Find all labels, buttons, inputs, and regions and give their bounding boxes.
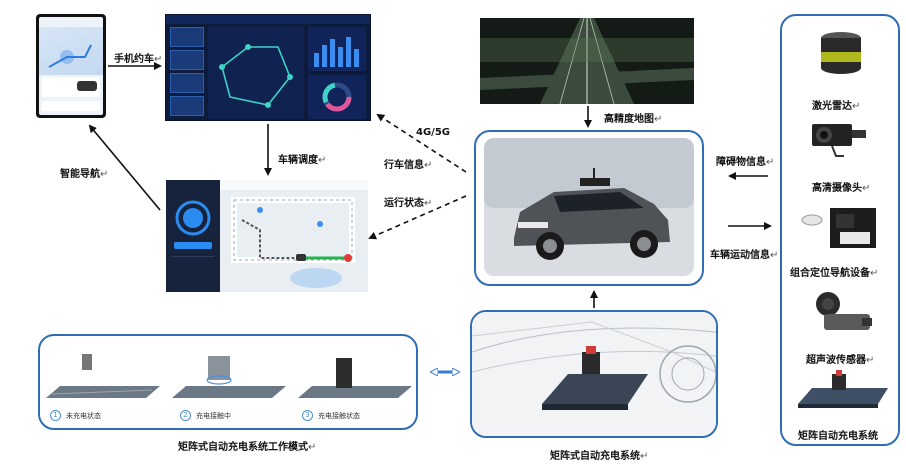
label-smart-navigation: 智能导航↵ <box>60 165 108 180</box>
label-vehicle-motion-info-text: 车辆运动信息 <box>710 250 770 261</box>
sensor-label-text: 激光雷达 <box>812 101 852 112</box>
return-mark: ↵ <box>770 250 779 261</box>
camera-icon <box>812 124 866 157</box>
tablet-blue-button <box>174 242 212 249</box>
label-hd-map: 高精度地图↵ <box>604 110 662 125</box>
label-vehicle-dispatch-text: 车辆调度 <box>278 155 318 166</box>
label-matrix-charging-system: 矩阵式自动充电系统↵ <box>550 447 648 462</box>
tablet-speed-gauge <box>175 200 211 236</box>
label-vehicle-dispatch: 车辆调度↵ <box>278 151 326 166</box>
step-badge: 3 <box>302 410 313 421</box>
return-mark: ↵ <box>766 157 775 168</box>
lidar-icon <box>821 32 861 74</box>
dash-card <box>170 73 204 93</box>
step-badge: 1 <box>50 410 61 421</box>
dash-card <box>170 50 204 70</box>
sensor-label-text: 组合定位导航设备 <box>790 268 870 279</box>
working-mode-illustration <box>46 354 412 398</box>
return-mark: ↵ <box>654 114 663 125</box>
hd-map-image <box>480 18 694 104</box>
sensor-label: 高清摄像头↵ <box>812 179 870 194</box>
phone-route-graphic <box>48 44 92 68</box>
dash-card <box>170 96 204 116</box>
return-mark: ↵ <box>308 442 317 453</box>
dash-bar-chart <box>308 27 366 71</box>
sensor-label: 组合定位导航设备↵ <box>790 264 878 279</box>
return-mark: ↵ <box>424 198 433 209</box>
sensor-panel: 激光雷达↵ 高清摄像头↵ 组合定位导航设备↵ 超声波传感器↵ 矩阵自动 <box>780 14 900 446</box>
return-mark: ↵ <box>866 355 875 366</box>
label-driving-info: 行车信息↵ <box>384 156 432 171</box>
positioning-device-icon <box>801 208 876 248</box>
navigation-tablet-screenshot <box>166 180 368 292</box>
tablet-stats-block <box>172 256 214 284</box>
sensor-label: 矩阵自动充电系统 <box>798 427 878 442</box>
return-mark: ↵ <box>100 169 109 180</box>
label-driving-info-text: 行车信息 <box>384 160 424 171</box>
return-mark: ↵ <box>154 54 163 65</box>
sensor-label-text: 超声波传感器 <box>806 355 866 366</box>
label-vehicle-motion-info: 车辆运动信息↵ <box>710 246 778 261</box>
phone-app-screenshot <box>36 14 106 118</box>
sensor-label: 激光雷达↵ <box>812 97 860 112</box>
step-label: 未充电状态 <box>66 412 101 420</box>
label-phone-booking-text: 手机约车 <box>114 54 154 65</box>
label-matrix-charging-system-text: 矩阵式自动充电系统 <box>550 451 640 462</box>
label-network: 4G/5G <box>416 127 450 138</box>
hd-map-pointcloud <box>480 18 694 104</box>
label-matrix-working-mode-text: 矩阵式自动充电系统工作模式 <box>178 442 308 453</box>
return-mark: ↵ <box>318 155 327 166</box>
return-mark: ↵ <box>424 160 433 171</box>
label-running-status-text: 运行状态 <box>384 198 424 209</box>
label-running-status: 运行状态↵ <box>384 194 432 209</box>
step-label: 充电接触状态 <box>318 412 360 420</box>
step-label: 充电接触中 <box>196 412 231 420</box>
return-mark: ↵ <box>852 101 861 112</box>
dash-donut-chart <box>308 75 366 119</box>
autonomous-car-image <box>484 138 694 276</box>
phone-car-thumb <box>77 81 97 91</box>
label-obstacle-info: 障碍物信息↵ <box>716 153 774 168</box>
label-matrix-working-mode: 矩阵式自动充电系统工作模式↵ <box>178 438 316 453</box>
autonomous-car-box <box>474 130 704 286</box>
ultrasonic-sensor-icon <box>816 292 872 330</box>
return-mark: ↵ <box>640 451 649 462</box>
tablet-side-panel <box>166 180 220 292</box>
tablet-route-map <box>220 180 368 288</box>
dash-topbar <box>166 15 370 24</box>
matrix-charger-icon <box>798 370 888 408</box>
matrix-charger-box <box>470 310 718 438</box>
return-mark: ↵ <box>870 268 879 279</box>
label-obstacle-info-text: 障碍物信息 <box>716 157 766 168</box>
return-mark: ↵ <box>862 183 871 194</box>
sensor-label: 超声波传感器↵ <box>806 351 874 366</box>
sensor-label-text: 矩阵自动充电系统 <box>798 431 878 442</box>
phone-screen <box>39 17 103 115</box>
label-hd-map-text: 高精度地图 <box>604 114 654 125</box>
dash-card <box>170 27 204 47</box>
label-phone-booking: 手机约车↵ <box>114 50 162 65</box>
arrow-tablet-to-phone <box>88 124 161 211</box>
sensor-label-text: 高清摄像头 <box>812 183 862 194</box>
dash-route-map <box>208 27 304 119</box>
charger-wireframe-car <box>472 312 716 436</box>
label-smart-navigation-text: 智能导航 <box>60 169 100 180</box>
step-badge: 2 <box>180 410 191 421</box>
phone-bottom-bar <box>42 101 100 111</box>
dispatch-dashboard-screenshot <box>165 14 371 121</box>
working-mode-box: 1 未充电状态 2 充电接触中 3 充电接触状态 <box>38 334 418 430</box>
